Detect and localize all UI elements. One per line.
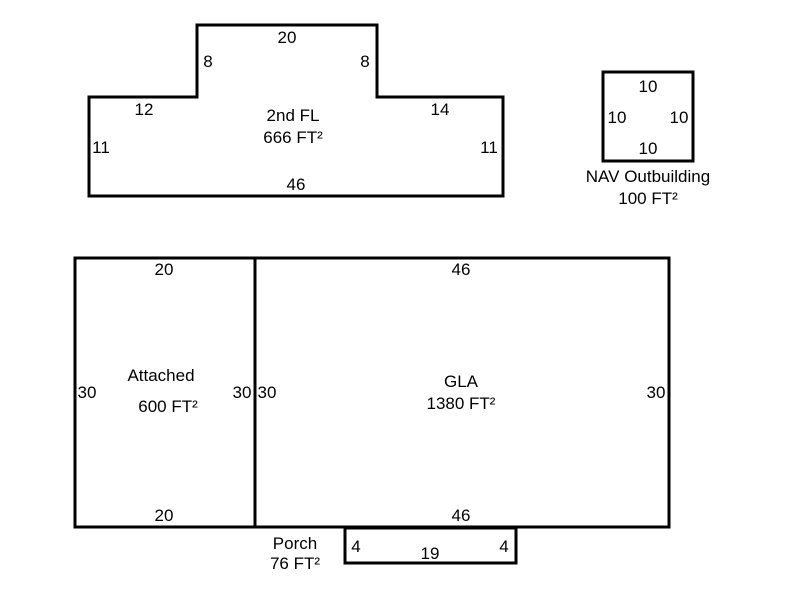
outbuilding-outline <box>601 70 695 163</box>
second-floor-area: 20 8 8 12 14 11 11 46 2nd FL 666 FT² <box>87 23 505 198</box>
dim-label: 11 <box>480 138 498 157</box>
dim-label: 46 <box>452 506 471 525</box>
outbuilding-area: 10 10 10 10 NAV Outbuilding 100 FT² <box>586 70 710 208</box>
gla-area: 46 30 30 46 GLA 1380 FT² <box>253 256 671 529</box>
dim-label: 10 <box>608 108 627 127</box>
dim-label: 10 <box>670 108 689 127</box>
area-name: Porch <box>273 534 317 553</box>
area-size: 1380 FT² <box>427 394 496 413</box>
dim-label: 19 <box>421 544 440 563</box>
dim-label: 10 <box>639 139 658 158</box>
porch-area: 4 4 19 Porch 76 FT² <box>270 526 518 573</box>
area-name: 2nd FL <box>267 106 320 125</box>
dim-label: 4 <box>499 537 508 556</box>
dim-label: 46 <box>452 260 471 279</box>
attached-area: 20 30 30 20 Attached 600 FT² <box>73 256 257 529</box>
area-size: 666 FT² <box>263 128 323 147</box>
area-size: 76 FT² <box>270 554 320 573</box>
dim-label: 11 <box>92 138 110 157</box>
dim-label: 10 <box>639 77 658 96</box>
porch-outline <box>343 526 518 565</box>
gla-outline <box>253 256 671 529</box>
dim-label: 20 <box>278 28 297 47</box>
dim-label: 30 <box>233 383 252 402</box>
dim-label: 30 <box>258 383 277 402</box>
area-size: 600 FT² <box>138 397 198 416</box>
area-size: 100 FT² <box>618 189 678 208</box>
area-name: GLA <box>444 372 479 391</box>
dim-label: 4 <box>351 537 360 556</box>
attached-outline <box>73 256 257 529</box>
second-floor-outline <box>87 23 505 198</box>
dim-label: 14 <box>431 100 450 119</box>
dim-label: 46 <box>287 175 306 194</box>
dim-label: 8 <box>360 52 369 71</box>
dim-label: 20 <box>155 506 174 525</box>
dim-label: 30 <box>78 383 97 402</box>
dim-label: 8 <box>203 52 212 71</box>
dim-label: 12 <box>135 100 154 119</box>
area-name: NAV Outbuilding <box>586 167 710 186</box>
dim-label: 30 <box>647 383 666 402</box>
area-name: Attached <box>127 366 194 385</box>
dim-label: 20 <box>155 260 174 279</box>
